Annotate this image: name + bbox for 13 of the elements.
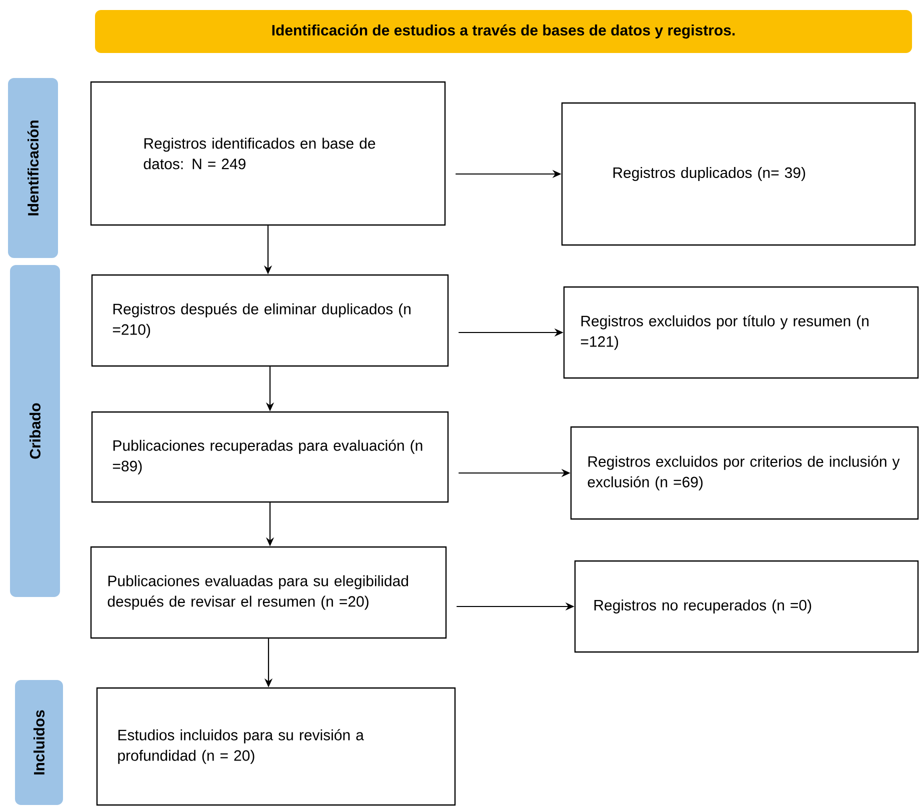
process-box: Publicaciones recuperadas para evaluación (n =89)	[91, 411, 449, 503]
stage-band: Identificación	[8, 78, 58, 258]
stage-band: Incluidos	[15, 680, 63, 805]
process-box: Registros no recuperados (n =0)	[574, 560, 919, 653]
process-box: Registros identificados en base de datos: N = 249	[90, 81, 446, 226]
title-banner: Identificación de estudios a través de bases de datos y registros.	[95, 10, 912, 53]
stage-band: Cribado	[10, 265, 60, 597]
process-box: Registros excluidos por título y resumen (n =121)	[563, 286, 919, 379]
process-box: Registros después de eliminar duplicados (n =210)	[91, 274, 449, 367]
process-box: Registros duplicados (n= 39)	[561, 102, 916, 246]
process-box: Registros excluidos por criterios de inclusión y exclusión (n =69)	[570, 426, 919, 520]
process-box: Estudios incluidos para su revisión a profundidad (n = 20)	[96, 687, 456, 806]
process-box: Publicaciones evaluadas para su elegibilidad después de revisar el resumen (n =20)	[90, 546, 447, 639]
